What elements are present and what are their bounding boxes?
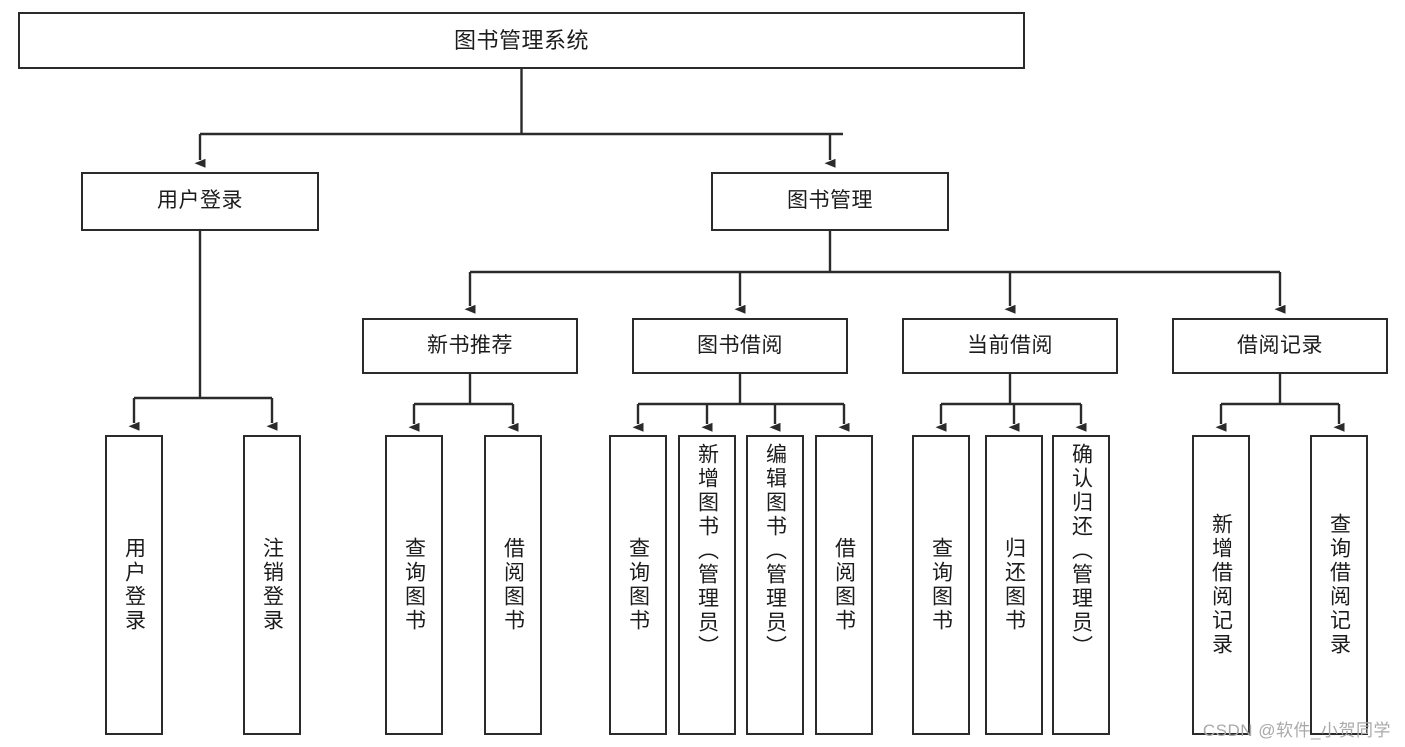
edge-group-new-book-recommend <box>408 374 519 432</box>
node-new-book-recommend[interactable]: 新书推荐 <box>362 318 578 374</box>
leaf-node-edit-book-admin-label: 编辑图书（管理员） <box>763 443 787 659</box>
leaf-node-borrow-book-label: 借阅图书 <box>832 537 856 633</box>
leaf-node-query-book-recommend[interactable]: 查询图书 <box>385 435 443 735</box>
edge-group-borrow-record <box>1215 374 1345 432</box>
leaf-node-query-borrow-record-label: 查询借阅记录 <box>1327 513 1351 657</box>
leaf-node-logout[interactable]: 注销登录 <box>243 435 301 735</box>
edge-group-current-borrow <box>935 374 1087 432</box>
node-user-login-label: 用户登录 <box>157 189 243 213</box>
leaf-node-borrow-book[interactable]: 借阅图书 <box>815 435 873 735</box>
edge-group-book-borrow <box>632 374 850 432</box>
leaf-node-query-borrow-record[interactable]: 查询借阅记录 <box>1310 435 1368 735</box>
node-borrow-record[interactable]: 借阅记录 <box>1172 318 1388 374</box>
node-root-label: 图书管理系统 <box>453 27 589 53</box>
leaf-node-query-book-current[interactable]: 查询图书 <box>912 435 970 735</box>
leaf-node-query-book-current-label: 查询图书 <box>929 537 953 633</box>
node-user-login[interactable]: 用户登录 <box>81 172 319 231</box>
node-new-book-recommend-label: 新书推荐 <box>427 333 513 357</box>
node-current-borrow-label: 当前借阅 <box>967 333 1053 357</box>
node-borrow-record-label: 借阅记录 <box>1237 333 1323 357</box>
leaf-node-borrow-book-recommend-label: 借阅图书 <box>501 537 525 633</box>
edge-group-book-manage <box>464 231 1286 314</box>
leaf-node-user-login[interactable]: 用户登录 <box>105 435 163 735</box>
leaf-node-add-book-admin[interactable]: 新增图书（管理员） <box>678 435 736 735</box>
csdn-watermark: CSDN @软件_小贺同学 <box>1202 721 1391 740</box>
leaf-node-add-book-admin-label: 新增图书（管理员） <box>695 443 719 659</box>
leaf-node-return-book[interactable]: 归还图书 <box>985 435 1043 735</box>
node-book-borrow[interactable]: 图书借阅 <box>632 318 848 374</box>
node-book-management[interactable]: 图书管理 <box>711 172 949 231</box>
leaf-node-query-book-borrow-label: 查询图书 <box>626 537 650 633</box>
node-book-management-label: 图书管理 <box>787 189 873 213</box>
node-book-borrow-label: 图书借阅 <box>697 333 783 357</box>
edge-group-user-login <box>128 231 278 431</box>
leaf-node-logout-label: 注销登录 <box>260 537 284 633</box>
node-root-system[interactable]: 图书管理系统 <box>18 12 1025 69</box>
leaf-node-confirm-return-admin[interactable]: 确认归还（管理员） <box>1052 435 1110 735</box>
leaf-node-user-login-label: 用户登录 <box>122 537 146 633</box>
leaf-node-query-book-recommend-label: 查询图书 <box>402 537 426 633</box>
leaf-node-return-book-label: 归还图书 <box>1002 537 1026 633</box>
leaf-node-add-borrow-record-label: 新增借阅记录 <box>1209 513 1233 657</box>
node-current-borrow[interactable]: 当前借阅 <box>902 318 1118 374</box>
leaf-node-borrow-book-recommend[interactable]: 借阅图书 <box>484 435 542 735</box>
leaf-node-add-borrow-record[interactable]: 新增借阅记录 <box>1192 435 1250 735</box>
leaf-node-edit-book-admin[interactable]: 编辑图书（管理员） <box>746 435 804 735</box>
leaf-node-confirm-return-admin-label: 确认归还（管理员） <box>1069 443 1093 659</box>
leaf-node-query-book-borrow[interactable]: 查询图书 <box>609 435 667 735</box>
edge-group-root <box>194 69 843 168</box>
